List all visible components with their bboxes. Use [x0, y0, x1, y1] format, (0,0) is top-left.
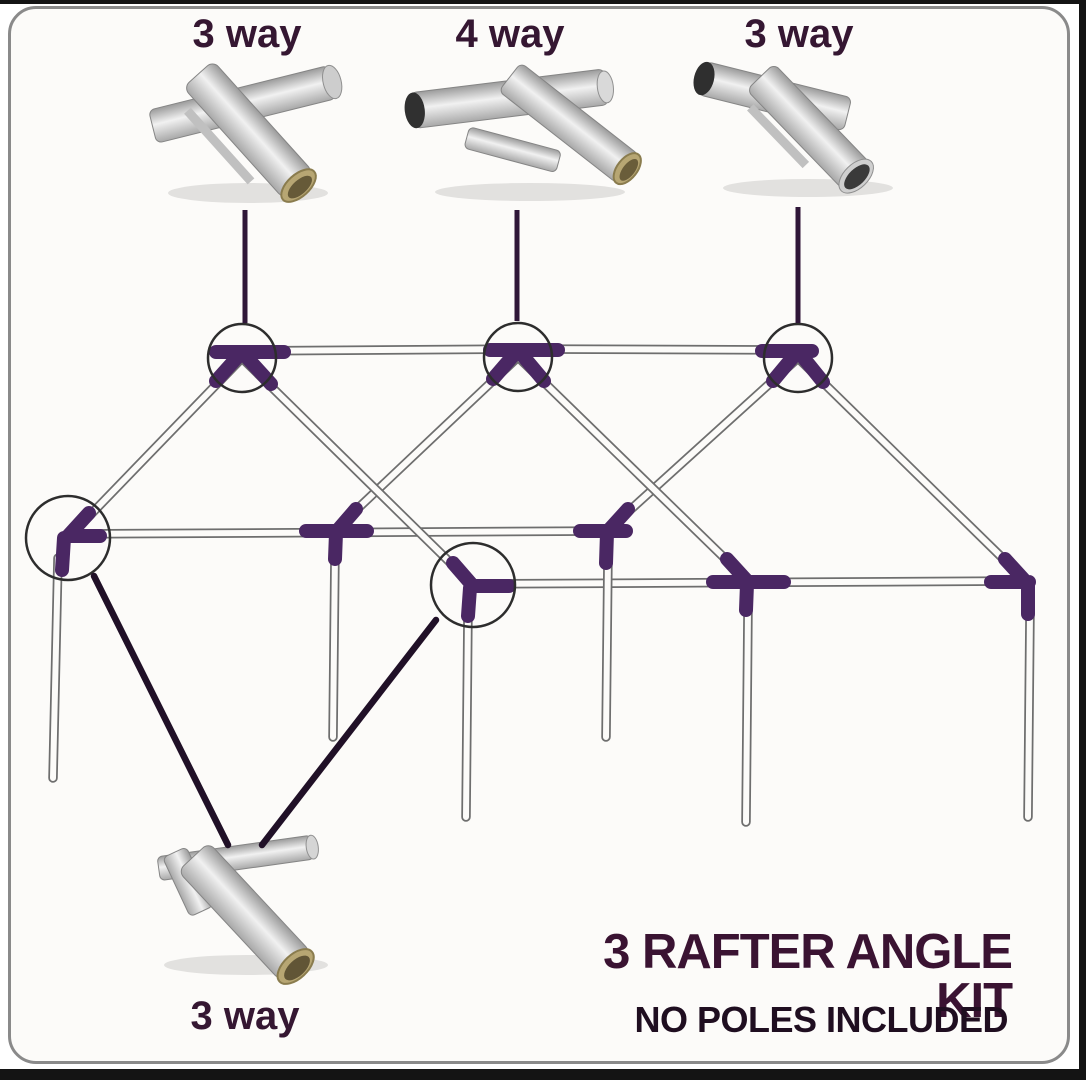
joint-fitting-back-left-corner [55, 506, 107, 577]
leg-back-right [601, 551, 613, 742]
product-title: 3 RAFTER ANGLE KIT [603, 925, 1013, 1028]
rafter-left-front [237, 353, 478, 590]
connector-photo-3way-left [149, 63, 343, 203]
leader-line-bottom-right [258, 616, 440, 849]
rafter-center-front [513, 352, 752, 585]
label-top-left-connector: 3 way [192, 12, 302, 56]
label-top-right-connector: 3 way [744, 12, 854, 56]
circle-apex-right [762, 322, 834, 394]
joint-fitting-apex-center [483, 343, 565, 388]
connector-photo-4way-center [404, 64, 642, 201]
joint-fitting-front-middle-tee [706, 552, 791, 617]
connector-photo-3way-right [693, 61, 893, 197]
joint-fitting-front-right-corner [984, 552, 1036, 621]
connector-photo-3way-bottom [157, 834, 328, 985]
joint-fitting-apex-right [755, 344, 830, 389]
leg-front-middle [741, 605, 753, 827]
leg-front-right [1023, 607, 1035, 822]
product-subtitle: NO POLES INCLUDED [634, 999, 1008, 1040]
right-border-bar [1079, 0, 1086, 1080]
circle-apex-left [206, 322, 278, 394]
frame-diagram [24, 207, 1036, 849]
joint-fitting-back-right-tee [573, 502, 635, 570]
rafter-right-front [793, 353, 1030, 585]
circle-apex-center [482, 321, 554, 393]
joint-fitting-back-middle-tee [299, 502, 374, 566]
joint-fitting-apex-left [209, 345, 291, 391]
leader-line-bottom-left [90, 572, 232, 849]
leg-front-left [461, 607, 473, 822]
leg-back-middle [328, 547, 340, 742]
rafter-right-back [603, 353, 803, 535]
label-bottom-connector: 3 way [190, 994, 300, 1038]
circle-front-left-corner [429, 541, 517, 629]
rafter-center-back [330, 352, 523, 535]
joint-fitting-front-left-corner [446, 556, 516, 623]
bottom-border-bar [0, 1069, 1086, 1080]
label-top-center-connector: 4 way [455, 12, 565, 56]
leg-back-left [48, 553, 63, 783]
circle-back-left-corner [24, 494, 112, 582]
top-border-bar [0, 0, 1086, 4]
